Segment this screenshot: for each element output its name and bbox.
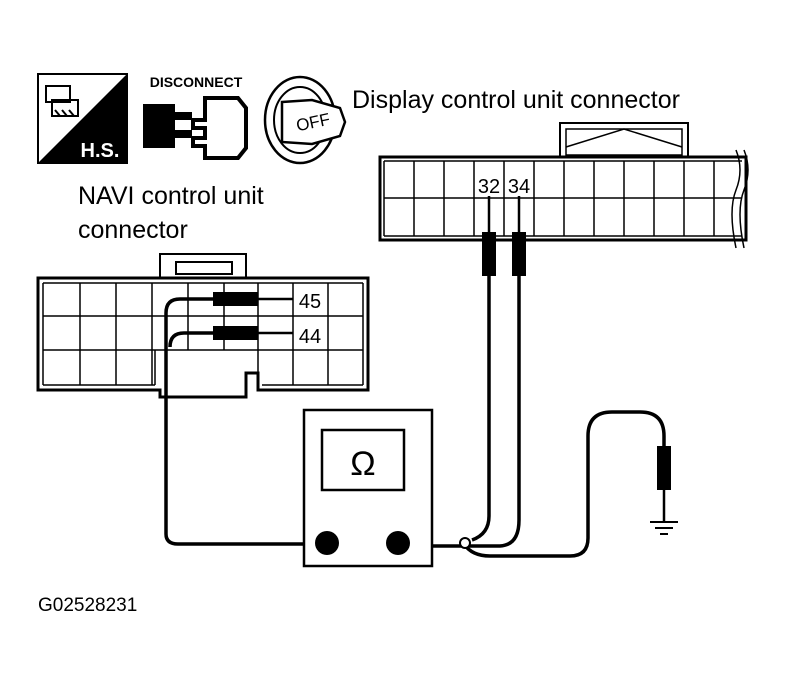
navi-connector: 45 44 (36, 253, 370, 399)
ground-lead (462, 410, 671, 558)
navi-connector-title-line2: connector (78, 216, 188, 244)
display-pin-32: 32 (478, 176, 500, 198)
navi-probe-leads (164, 297, 312, 546)
meter-terminal-left (315, 531, 339, 555)
figure-code: G02528231 (38, 595, 137, 616)
navi-connector-title-line1: NAVI control unit (78, 182, 264, 210)
junction-point (459, 537, 471, 549)
display-connector-title: Display control unit connector (352, 86, 680, 114)
display-probe-leads (410, 276, 521, 548)
display-pin-34: 34 (508, 176, 530, 198)
ohm-symbol: Ω (350, 445, 375, 483)
ohmmeter: Ω (302, 408, 434, 568)
navi-probe-44 (213, 326, 293, 340)
display-connector: 32 34 (378, 122, 749, 249)
meter-terminal-right (386, 531, 410, 555)
disconnect-icon: DISCONNECT (143, 74, 248, 160)
navi-pin-45: 45 (299, 291, 321, 313)
display-probe-32 (482, 196, 496, 276)
disconnect-label: DISCONNECT (150, 74, 243, 90)
ignition-off-icon: OFF (263, 75, 347, 165)
navi-probe-45 (213, 292, 293, 306)
navi-pin-44: 44 (299, 326, 321, 348)
ground-symbol (650, 521, 678, 535)
harness-side-icon: H.S. (37, 73, 128, 164)
hs-label: H.S. (81, 140, 120, 162)
display-probe-34 (512, 196, 526, 276)
